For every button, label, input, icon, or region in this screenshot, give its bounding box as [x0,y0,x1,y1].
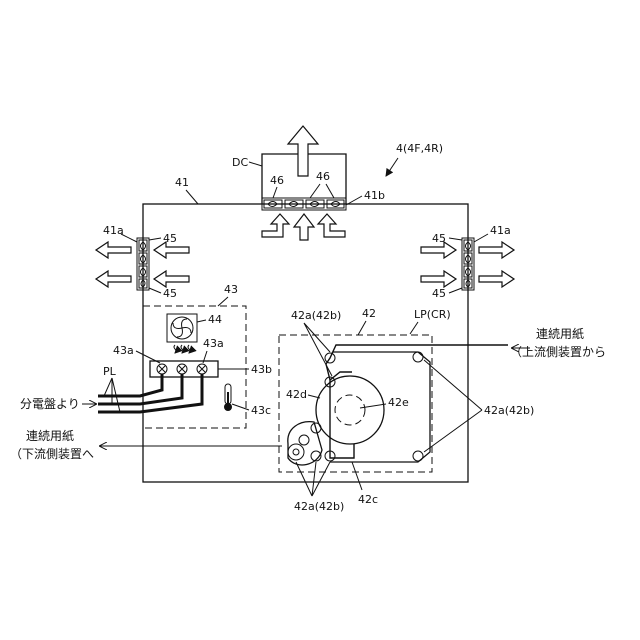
roller-box [279,335,432,472]
left-exhaust-arrow-outer-bottom [96,271,131,287]
breaker-label: 43a [203,337,224,350]
left-exhaust-arrow-outer-top [96,242,131,258]
roller-right-label: 42a(42b) [484,404,534,417]
right-exhaust-arrow-inner-bottom [421,271,456,287]
power-line-label: PL [103,365,117,378]
paper-path-label: LP(CR) [414,308,451,321]
left-exhaust-arrow-inner-bottom [154,271,189,287]
right-vent-label: 41a [490,224,511,237]
paper-out-text-2: （下流側装置へ [10,447,94,461]
thermometer-label: 43c [251,404,271,417]
drum-box-label: 42c [358,493,378,506]
thermometer-icon [224,384,232,411]
drum [316,376,384,444]
paper-out-text-1: 連続用紙 [26,428,74,443]
roller-bottom-label: 42a(42b) [294,500,344,513]
intake-arrow-center [294,214,314,240]
power-fan-label: 44 [208,313,222,326]
roller-top-label: 42a(42b) [291,309,341,322]
housing-label: 41 [175,176,189,189]
top-fan-label: 46 [270,174,284,187]
housing-frame [143,204,468,482]
roller-cluster [288,422,322,465]
top-fan-pair-label: 46 [316,170,330,183]
unit-label: 4(4F,4R) [396,142,443,155]
breaker-right [197,364,207,374]
left-fan-bottom-label: 45 [163,287,177,300]
drum-core-label: 42e [388,396,409,409]
drum-guide-label: 42d [286,388,307,401]
right-exhaust-arrow-outer-bottom [479,271,514,287]
intake-arrow-right [318,214,345,237]
right-fan-bottom-label: 45 [432,287,446,300]
roller-box-label: 42 [362,307,376,320]
exhaust-arrow [288,126,318,176]
terminal-bar [150,361,218,377]
power-lines [98,374,202,412]
paper-in-text-1: 連続用紙 [536,326,584,341]
right-exhaust-arrow-outer-top [479,242,514,258]
airflow-arrows [174,345,190,353]
power-fan [167,314,197,342]
duct-port-label: 41b [364,189,385,202]
breaker-left [157,364,167,374]
left-vent-label: 41a [103,224,124,237]
drum-core [335,395,365,425]
intake-arrow-left [262,214,289,237]
power-box-label: 43 [224,283,238,296]
paper-in-text-2: （上流側装置から [510,345,606,359]
duct-label: DC [232,156,248,169]
breaker-left-label: 43a [113,344,134,357]
breaker-middle [177,364,187,374]
terminal-bar-label: 43b [251,363,272,376]
from-panel-text: 分電盤より [20,397,80,411]
